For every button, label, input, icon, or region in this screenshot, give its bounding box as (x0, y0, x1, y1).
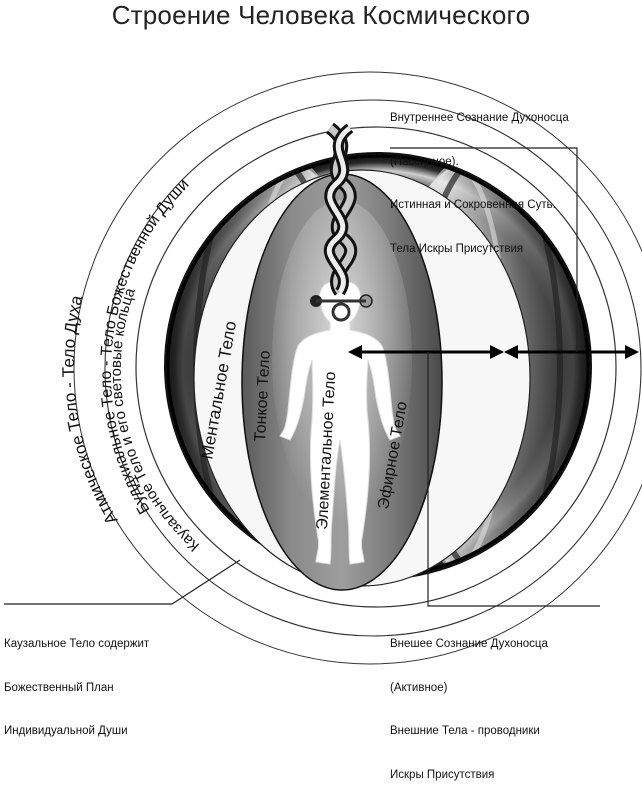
note-line: Внутреннее Сознание Духоносца (390, 112, 569, 124)
note-line: Истинная и Сокровенная Суть. (390, 199, 556, 211)
note-line: Внешние Тела - проводники (390, 725, 540, 737)
causal-body-note: Каузальное Тело содержит Божественный Пл… (4, 608, 149, 753)
subtle-body-label: Тонкое Тело (252, 350, 274, 442)
silver-cord (310, 122, 373, 322)
note-line: Индивидуальной Души (4, 725, 128, 737)
note-line: (Активное) (390, 681, 448, 694)
inner-consciousness-note: Внутреннее Сознание Духоносца (Пассивное… (390, 82, 569, 271)
note-line: (Пассивное). (390, 155, 459, 168)
note-line: Искры Присутствия (390, 768, 495, 781)
buddhic-ring (104, 99, 642, 637)
inner-arrow (348, 345, 504, 359)
diagram-title: Строение Человека Космического (111, 0, 531, 30)
atmic-ring (73, 71, 642, 665)
outer-arrow (504, 345, 639, 359)
leader-lines (4, 147, 600, 607)
note-line: Тела Искры Присутствия (390, 242, 524, 255)
note-line: Божественный План (4, 681, 114, 694)
note-line: Внешее Сознание Духоносца (390, 638, 548, 650)
outer-consciousness-note: Внешее Сознание Духоносца (Активное) Вне… (390, 608, 548, 797)
note-line: Каузальное Тело содержит (4, 638, 150, 650)
causal-ring (135, 126, 617, 608)
cosmic-human-diagram: Атмическое Тело - Тело Духа Буддхиальное… (4, 71, 642, 665)
